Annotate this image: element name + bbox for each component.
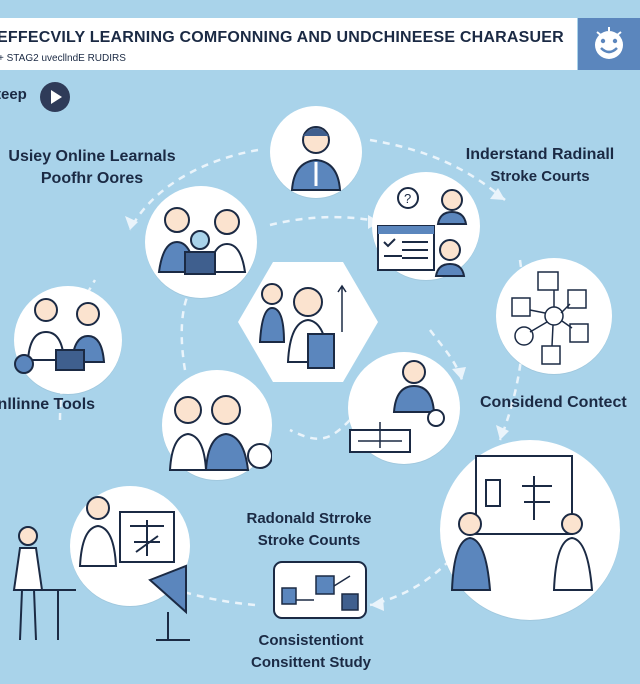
teacher-illustration bbox=[270, 106, 362, 198]
writing-practice-illustration bbox=[70, 486, 190, 606]
label-line: Consistentiont bbox=[258, 632, 364, 649]
label-online-tools: Unllinne Tools bbox=[0, 396, 96, 413]
label-line: Inderstand Radinall bbox=[465, 146, 615, 163]
page-subtitle: + STAG2 uvecllndE RUDIRS bbox=[0, 53, 126, 64]
label-consider-context: Considend Contect bbox=[480, 394, 627, 411]
central-character-illustration bbox=[238, 262, 378, 382]
label-line: Radonald Strroke bbox=[246, 510, 372, 527]
quiz-interface-illustration: ? bbox=[372, 172, 480, 280]
students-learning-illustration bbox=[145, 186, 257, 298]
label-line: Stroke Counts bbox=[257, 532, 361, 549]
concept-icons-illustration bbox=[496, 258, 612, 374]
smiley-face-icon bbox=[578, 18, 640, 70]
label-consistent-study: Consistentiont Consittent Study bbox=[226, 630, 396, 674]
title-banner: EFFECVILY LEARNING COMFONNING AND UNDCHI… bbox=[0, 18, 577, 70]
label-understand-radical: Inderstand Radinall Stroke Courts bbox=[440, 144, 640, 188]
label-line: Poofhr Oores bbox=[40, 170, 144, 187]
online-tools-illustration bbox=[14, 286, 122, 394]
step-label: teep bbox=[0, 86, 27, 103]
label-line: Stroke Courts bbox=[490, 168, 590, 185]
svg-text:?: ? bbox=[404, 191, 411, 206]
play-icon[interactable] bbox=[40, 82, 70, 112]
label-line: Usiey Online Learnals bbox=[8, 148, 176, 165]
label-online-learning: Usiey Online Learnals Poofhr Oores bbox=[4, 146, 180, 190]
page-title: EFFECVILY LEARNING COMFONNING AND UNDCHI… bbox=[0, 29, 564, 46]
label-line: Consittent Study bbox=[251, 654, 371, 671]
computer-study-illustration bbox=[440, 440, 620, 620]
instructor-chart-illustration bbox=[348, 352, 460, 464]
label-radical-stroke: Radonald Strroke Stroke Counts bbox=[228, 508, 390, 552]
peer-study-illustration bbox=[162, 370, 273, 480]
